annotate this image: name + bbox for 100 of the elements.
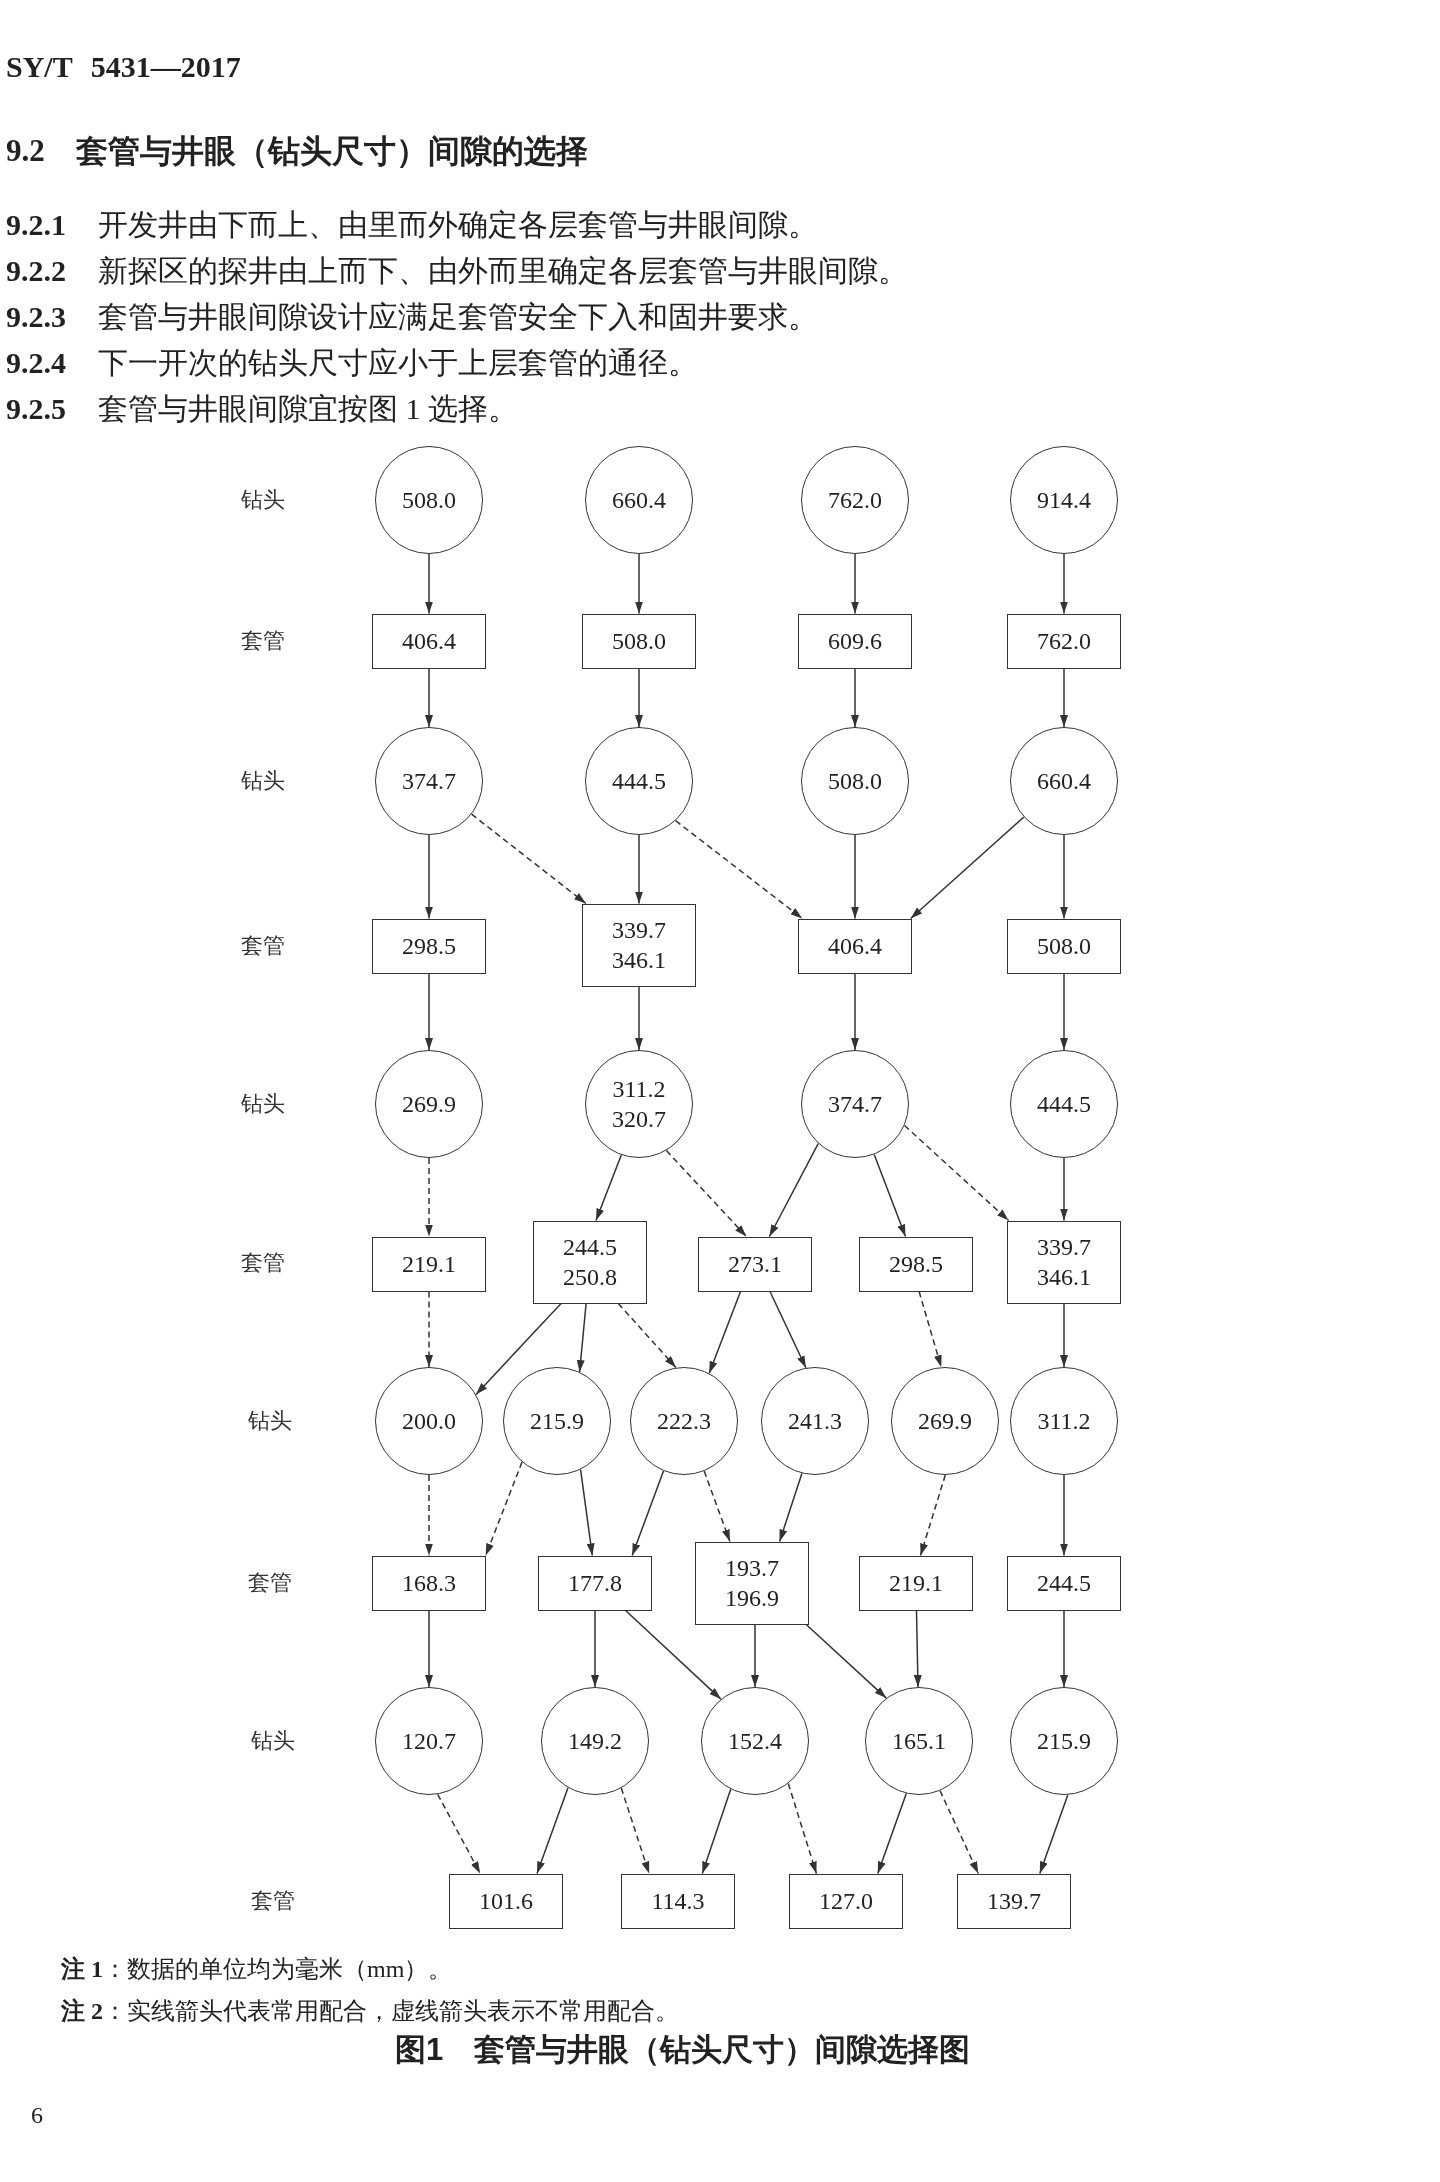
arrow bbox=[1060, 972, 1068, 1051]
arrow bbox=[1060, 834, 1068, 920]
arrow bbox=[769, 1290, 807, 1369]
casing-box: 339.7 346.1 bbox=[582, 903, 696, 987]
casing-box: 508.0 bbox=[582, 613, 696, 669]
casing-box: 339.7 346.1 bbox=[1007, 1220, 1121, 1304]
bit-circle: 215.9 bbox=[503, 1367, 611, 1475]
casing-box: 298.5 bbox=[372, 918, 486, 974]
clause-number: 9.2.5 bbox=[6, 391, 66, 427]
bit-circle: 374.7 bbox=[375, 727, 483, 835]
arrow bbox=[851, 972, 859, 1051]
dashed-arrow bbox=[674, 819, 804, 920]
arrow bbox=[425, 972, 433, 1051]
figure-caption: 图1 套管与井眼（钻头尺寸）间隙选择图 bbox=[395, 2031, 970, 2069]
clause-text: 套管与井眼间隙设计应满足套管安全下入和固井要求。 bbox=[98, 299, 818, 335]
bit-circle: 660.4 bbox=[585, 446, 693, 554]
casing-box: 101.6 bbox=[449, 1873, 563, 1929]
clause-number: 9.2.4 bbox=[6, 345, 66, 381]
arrow bbox=[475, 1302, 562, 1396]
casing-box: 406.4 bbox=[798, 918, 912, 974]
clause-text: 套管与井眼间隙宜按图 1 选择。 bbox=[98, 391, 518, 427]
note: 注 1：数据的单位均为毫米（mm）。 bbox=[61, 1955, 453, 1984]
casing-box: 406.4 bbox=[372, 613, 486, 669]
arrow bbox=[701, 1788, 732, 1875]
bit-circle: 152.4 bbox=[701, 1687, 809, 1795]
row-label: 钻头 bbox=[251, 1727, 295, 1755]
casing-box: 139.7 bbox=[957, 1873, 1071, 1929]
casing-box: 244.5 bbox=[1007, 1555, 1121, 1611]
arrow bbox=[635, 834, 643, 905]
casing-box: 168.3 bbox=[372, 1555, 486, 1611]
clause-number: 9.2.2 bbox=[6, 253, 66, 289]
bit-circle: 914.4 bbox=[1010, 446, 1118, 554]
arrow bbox=[1060, 1157, 1068, 1222]
bit-circle: 762.0 bbox=[801, 446, 909, 554]
dashed-arrow bbox=[425, 1157, 433, 1238]
arrow bbox=[768, 1142, 819, 1238]
arrow bbox=[1060, 1474, 1068, 1557]
row-label: 套管 bbox=[241, 627, 285, 655]
arrow bbox=[909, 816, 1025, 920]
arrow bbox=[851, 553, 859, 615]
arrow bbox=[631, 1470, 665, 1557]
arrow bbox=[579, 1468, 595, 1557]
arrow bbox=[635, 985, 643, 1051]
casing-box: 762.0 bbox=[1007, 613, 1121, 669]
bit-circle: 215.9 bbox=[1010, 1687, 1118, 1795]
clause-number: 9.2.1 bbox=[6, 207, 66, 243]
arrow bbox=[1060, 1609, 1068, 1688]
bit-circle: 165.1 bbox=[865, 1687, 973, 1795]
arrow bbox=[425, 667, 433, 728]
dashed-arrow bbox=[470, 813, 587, 905]
arrow bbox=[1060, 1302, 1068, 1368]
arrow bbox=[635, 667, 643, 728]
arrow bbox=[624, 1609, 722, 1700]
dashed-arrow bbox=[425, 1474, 433, 1557]
casing-box: 273.1 bbox=[698, 1236, 812, 1292]
casing-box: 177.8 bbox=[538, 1555, 652, 1611]
row-label: 钻头 bbox=[248, 1407, 292, 1435]
row-label: 套管 bbox=[251, 1887, 295, 1915]
casing-box: 508.0 bbox=[1007, 918, 1121, 974]
row-label: 套管 bbox=[241, 1249, 285, 1277]
bit-circle: 200.0 bbox=[375, 1367, 483, 1475]
arrow bbox=[1060, 667, 1068, 728]
clause-text: 下一开次的钻头尺寸应小于上层套管的通径。 bbox=[98, 345, 698, 381]
dashed-arrow bbox=[919, 1474, 947, 1557]
row-label: 套管 bbox=[241, 932, 285, 960]
bit-circle: 444.5 bbox=[585, 727, 693, 835]
bit-circle: 508.0 bbox=[375, 446, 483, 554]
bit-circle: 444.5 bbox=[1010, 1050, 1118, 1158]
dashed-arrow bbox=[903, 1124, 1010, 1222]
row-label: 钻头 bbox=[241, 1090, 285, 1118]
casing-box: 219.1 bbox=[859, 1555, 973, 1611]
clause-number: 9.2.3 bbox=[6, 299, 66, 335]
arrow bbox=[1060, 553, 1068, 615]
casing-box: 127.0 bbox=[789, 1873, 903, 1929]
arrow bbox=[877, 1792, 908, 1875]
arrow bbox=[851, 834, 859, 920]
bit-circle: 120.7 bbox=[375, 1687, 483, 1795]
page-header: SY/T 5431—2017 bbox=[6, 49, 241, 85]
arrow bbox=[751, 1623, 759, 1688]
dashed-arrow bbox=[436, 1793, 481, 1875]
bit-circle: 269.9 bbox=[375, 1050, 483, 1158]
bit-circle: 269.9 bbox=[891, 1367, 999, 1475]
arrow bbox=[595, 1154, 623, 1222]
arrow bbox=[576, 1302, 587, 1373]
casing-box: 298.5 bbox=[859, 1236, 973, 1292]
dashed-arrow bbox=[665, 1149, 748, 1238]
arrow bbox=[425, 834, 433, 920]
bit-circle: 241.3 bbox=[761, 1367, 869, 1475]
dashed-arrow bbox=[620, 1787, 650, 1875]
row-label: 钻头 bbox=[241, 767, 285, 795]
arrow bbox=[1039, 1794, 1069, 1875]
arrow bbox=[708, 1290, 742, 1375]
bit-circle: 660.4 bbox=[1010, 727, 1118, 835]
bit-circle: 149.2 bbox=[541, 1687, 649, 1795]
bit-circle: 374.7 bbox=[801, 1050, 909, 1158]
section-heading: 套管与井眼（钻头尺寸）间隙的选择 bbox=[76, 132, 588, 170]
arrow bbox=[873, 1153, 907, 1238]
casing-box: 193.7 196.9 bbox=[695, 1541, 809, 1625]
arrow bbox=[536, 1787, 569, 1875]
casing-box: 609.6 bbox=[798, 613, 912, 669]
